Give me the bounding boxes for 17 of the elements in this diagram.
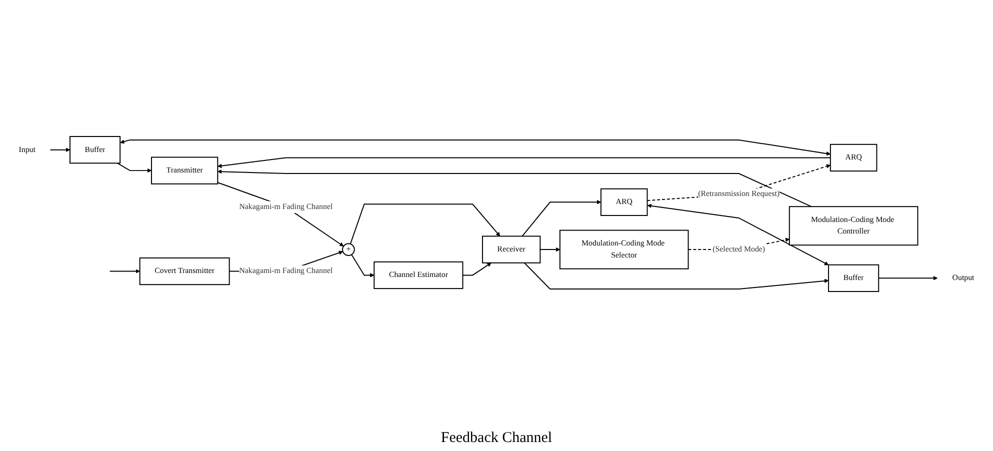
arrow <box>50 148 70 152</box>
arrow <box>217 169 812 208</box>
arrow <box>540 247 560 252</box>
arrow <box>217 182 344 246</box>
arrow <box>462 262 492 276</box>
arrow <box>646 164 831 202</box>
arrow <box>217 157 831 168</box>
feedback-channel-label: Feedback Channel <box>440 430 552 447</box>
arrow <box>522 200 602 237</box>
arrow <box>647 204 829 266</box>
arrow <box>120 139 831 156</box>
arrow <box>878 276 938 280</box>
arrow <box>350 204 500 244</box>
arrow <box>524 262 829 290</box>
arrow <box>109 269 140 274</box>
arrow <box>116 162 152 173</box>
arrow <box>351 254 374 278</box>
